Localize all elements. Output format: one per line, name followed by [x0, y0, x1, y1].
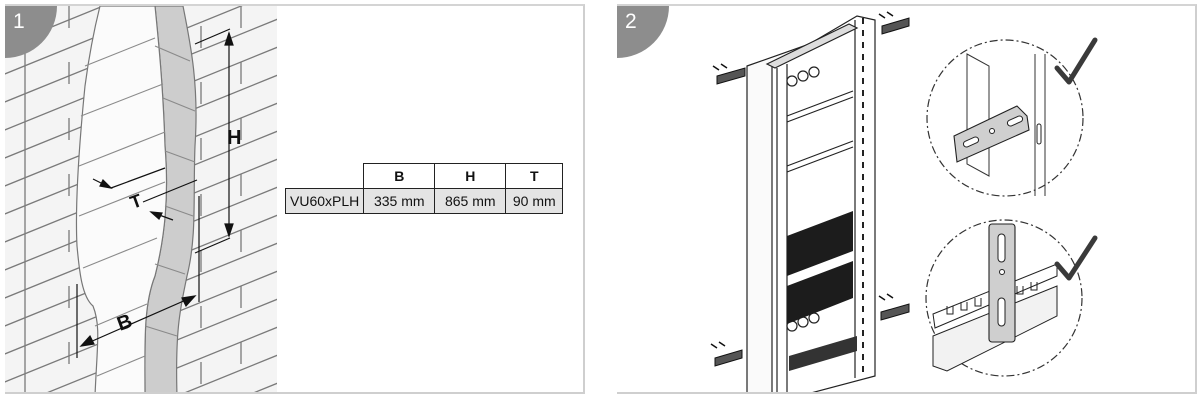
bracket-bottom-right — [878, 293, 910, 321]
step-number: 1 — [13, 10, 25, 33]
table-cell-b: 335 mm — [363, 188, 436, 214]
detail-view-top-bracket — [925, 219, 1083, 377]
bracket-top-left — [712, 63, 746, 85]
dim-label-b: B — [114, 310, 135, 336]
table-header-blank — [286, 164, 364, 189]
detail-view-side-bracket — [926, 39, 1084, 197]
dimension-spec-table: B H T VU60xPLH 335 mm 865 mm 90 mm — [284, 163, 564, 214]
step-number: 2 — [625, 10, 637, 33]
bracket-top-right — [878, 11, 910, 35]
checkmark-icon — [1054, 235, 1098, 281]
table-cell-model: VU60xPLH — [284, 188, 365, 214]
checkmark-icon — [1054, 37, 1098, 85]
step-1-panel: H B T 1 B H T VU60xPLH 335 mm 865 mm 90 … — [5, 4, 585, 394]
bracket-bottom-left — [710, 341, 743, 367]
terminal-strip — [789, 336, 857, 371]
dimension-lines — [76, 28, 234, 358]
mesh-cover-upper — [787, 211, 853, 276]
table-cell-h: 865 mm — [434, 188, 507, 214]
brick-wall-recess-illustration: H B T — [5, 6, 277, 392]
table-header-t: T — [505, 163, 564, 189]
table-header-row: B H T — [286, 163, 564, 189]
mesh-cover-lower — [787, 261, 853, 324]
table-header-h: H — [434, 163, 507, 189]
step-2-panel: 2 — [617, 4, 1197, 394]
table-header-b: B — [363, 163, 436, 189]
table-row: VU60xPLH 335 mm 865 mm 90 mm — [284, 188, 564, 214]
dim-label-h: H — [227, 127, 241, 149]
table-cell-t: 90 mm — [505, 188, 564, 214]
enclosure-bracket-illustration — [710, 11, 1098, 392]
